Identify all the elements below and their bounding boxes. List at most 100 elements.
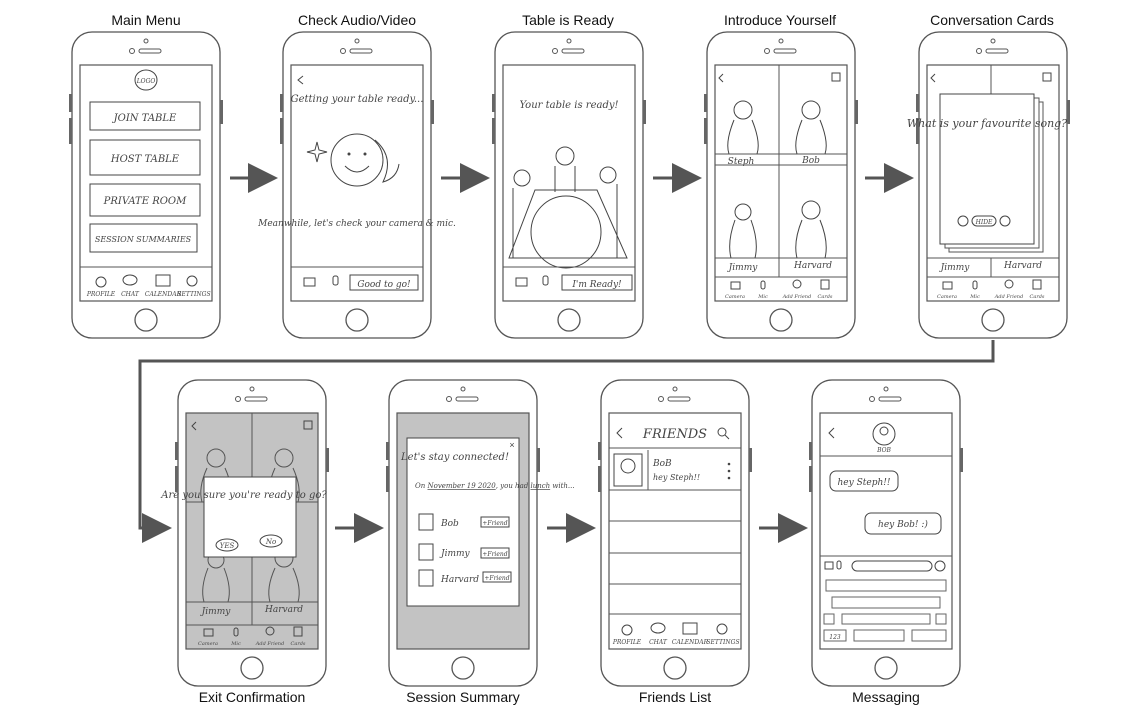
exit-icon[interactable]	[1042, 72, 1052, 82]
control-label: Mic	[230, 641, 241, 647]
tab-profile[interactable]: PROFILE	[86, 291, 116, 298]
tab-chat[interactable]: CHAT	[649, 639, 668, 646]
tab-profile[interactable]: PROFILE	[612, 639, 642, 646]
message-input[interactable]	[851, 560, 933, 572]
caption-friends-list: Friends List	[639, 689, 711, 705]
no-label: No	[265, 538, 276, 546]
keyboard[interactable]	[823, 579, 947, 642]
add-friend-button[interactable]	[480, 516, 510, 528]
friends-title: FRIENDS	[642, 427, 707, 442]
add-friend-icon[interactable]	[265, 626, 275, 636]
phone-conversation-cards: What is your favourite song? HIDE Jimmy …	[907, 31, 1070, 339]
summary-intro: On November 19 2020, you had lunch with.…	[415, 482, 575, 490]
mic-icon[interactable]	[760, 280, 766, 290]
exit-icon[interactable]	[303, 420, 313, 430]
exit-question: Are you sure you're ready to go?	[160, 490, 327, 501]
chat-icon[interactable]	[122, 274, 138, 286]
summary-person-name: Jimmy	[439, 549, 471, 559]
close-icon[interactable]: ×	[509, 440, 514, 450]
back-icon[interactable]	[191, 421, 197, 431]
tab-chat[interactable]: CHAT	[121, 291, 140, 298]
numbers-key[interactable]: 123	[829, 634, 841, 641]
phone-friends-list: FRIENDS BoB hey Steph!! PROFILE CHAT CAL…	[598, 379, 752, 687]
mic-icon[interactable]	[332, 275, 339, 286]
private-room-button[interactable]	[89, 183, 201, 217]
participant-name: Harvard	[793, 261, 832, 271]
next-card-icon[interactable]	[999, 215, 1011, 227]
calendar-icon[interactable]	[682, 622, 698, 635]
mic-icon[interactable]	[972, 280, 978, 290]
caption-exit-confirmation: Exit Confirmation	[199, 689, 306, 705]
cards-icon[interactable]	[293, 626, 303, 637]
no-button[interactable]	[259, 534, 283, 548]
add-friend-icon[interactable]	[792, 279, 802, 289]
calendar-icon[interactable]	[155, 274, 171, 287]
back-icon[interactable]	[718, 73, 724, 83]
join-table-label: JOIN TABLE	[112, 113, 177, 124]
settings-icon[interactable]	[186, 275, 198, 287]
hide-button[interactable]	[971, 215, 997, 227]
profile-icon[interactable]	[621, 624, 633, 636]
settings-icon[interactable]	[716, 623, 728, 635]
camera-icon[interactable]	[203, 628, 214, 637]
good-to-go-button[interactable]	[349, 274, 419, 291]
more-options-icon[interactable]	[727, 462, 731, 480]
control-label: Cards	[1030, 294, 1045, 300]
session-summaries-button[interactable]	[89, 223, 198, 253]
cards-icon[interactable]	[1032, 279, 1042, 290]
summary-card	[406, 437, 520, 607]
search-icon[interactable]	[717, 427, 727, 437]
avatar	[418, 543, 434, 561]
add-friend-button[interactable]	[480, 547, 510, 559]
tab-calendar[interactable]: CALENDAR	[145, 291, 182, 298]
control-label: Add Friend	[994, 294, 1023, 300]
mic-icon[interactable]	[233, 627, 239, 637]
back-icon[interactable]	[930, 73, 936, 83]
cards-icon[interactable]	[820, 279, 830, 290]
back-icon[interactable]	[828, 427, 835, 439]
prev-card-icon[interactable]	[957, 215, 969, 227]
chat-icon[interactable]	[650, 622, 666, 634]
summary-title: Let's stay connected!	[400, 452, 509, 463]
camera-icon[interactable]	[515, 277, 528, 287]
camera-icon[interactable]	[303, 277, 316, 287]
add-friend-label: +Friend	[482, 520, 507, 527]
back-icon[interactable]	[616, 427, 623, 439]
caption-table-ready: Table is Ready	[522, 12, 614, 28]
im-ready-label: I'm Ready!	[571, 280, 622, 290]
camera-icon[interactable]	[730, 281, 741, 290]
avatar	[418, 513, 434, 531]
smiley-face-illustration	[330, 133, 384, 187]
participant-name: Jimmy	[939, 263, 971, 273]
conversation-card[interactable]	[939, 93, 1035, 245]
add-friend-button[interactable]	[482, 571, 512, 583]
exit-icon[interactable]	[831, 72, 841, 82]
tab-settings[interactable]: SETTINGS	[706, 639, 739, 646]
participant-name: Jimmy	[200, 607, 232, 617]
arrow-wrap	[138, 340, 995, 543]
friend-last-message: hey Steph!!	[653, 473, 700, 482]
session-summaries-label: SESSION SUMMARIES	[95, 235, 192, 244]
participant-name: Steph	[728, 157, 755, 167]
control-label: Mic	[969, 294, 980, 300]
profile-icon[interactable]	[95, 276, 107, 288]
im-ready-button[interactable]	[561, 274, 633, 291]
private-room-label: PRIVATE ROOM	[103, 196, 188, 207]
caption-conversation-cards: Conversation Cards	[930, 12, 1054, 28]
tab-settings[interactable]: SETTINGS	[177, 291, 210, 298]
mic-icon[interactable]	[542, 275, 549, 286]
yes-label: YES	[220, 542, 235, 550]
yes-button[interactable]	[215, 538, 239, 552]
join-table-button[interactable]	[89, 101, 201, 131]
host-table-button[interactable]	[89, 139, 201, 176]
add-friend-icon[interactable]	[1004, 279, 1014, 289]
control-label: Cards	[818, 294, 833, 300]
phone-table-ready: Your table is ready! I'm Ready!	[492, 31, 646, 339]
mic-icon[interactable]	[836, 560, 842, 570]
send-icon[interactable]	[934, 560, 946, 572]
camera-icon[interactable]	[824, 561, 834, 570]
tab-calendar[interactable]: CALENDAR	[672, 639, 709, 646]
back-icon[interactable]	[297, 75, 304, 85]
camera-icon[interactable]	[942, 281, 953, 290]
hide-label: HIDE	[975, 219, 993, 226]
